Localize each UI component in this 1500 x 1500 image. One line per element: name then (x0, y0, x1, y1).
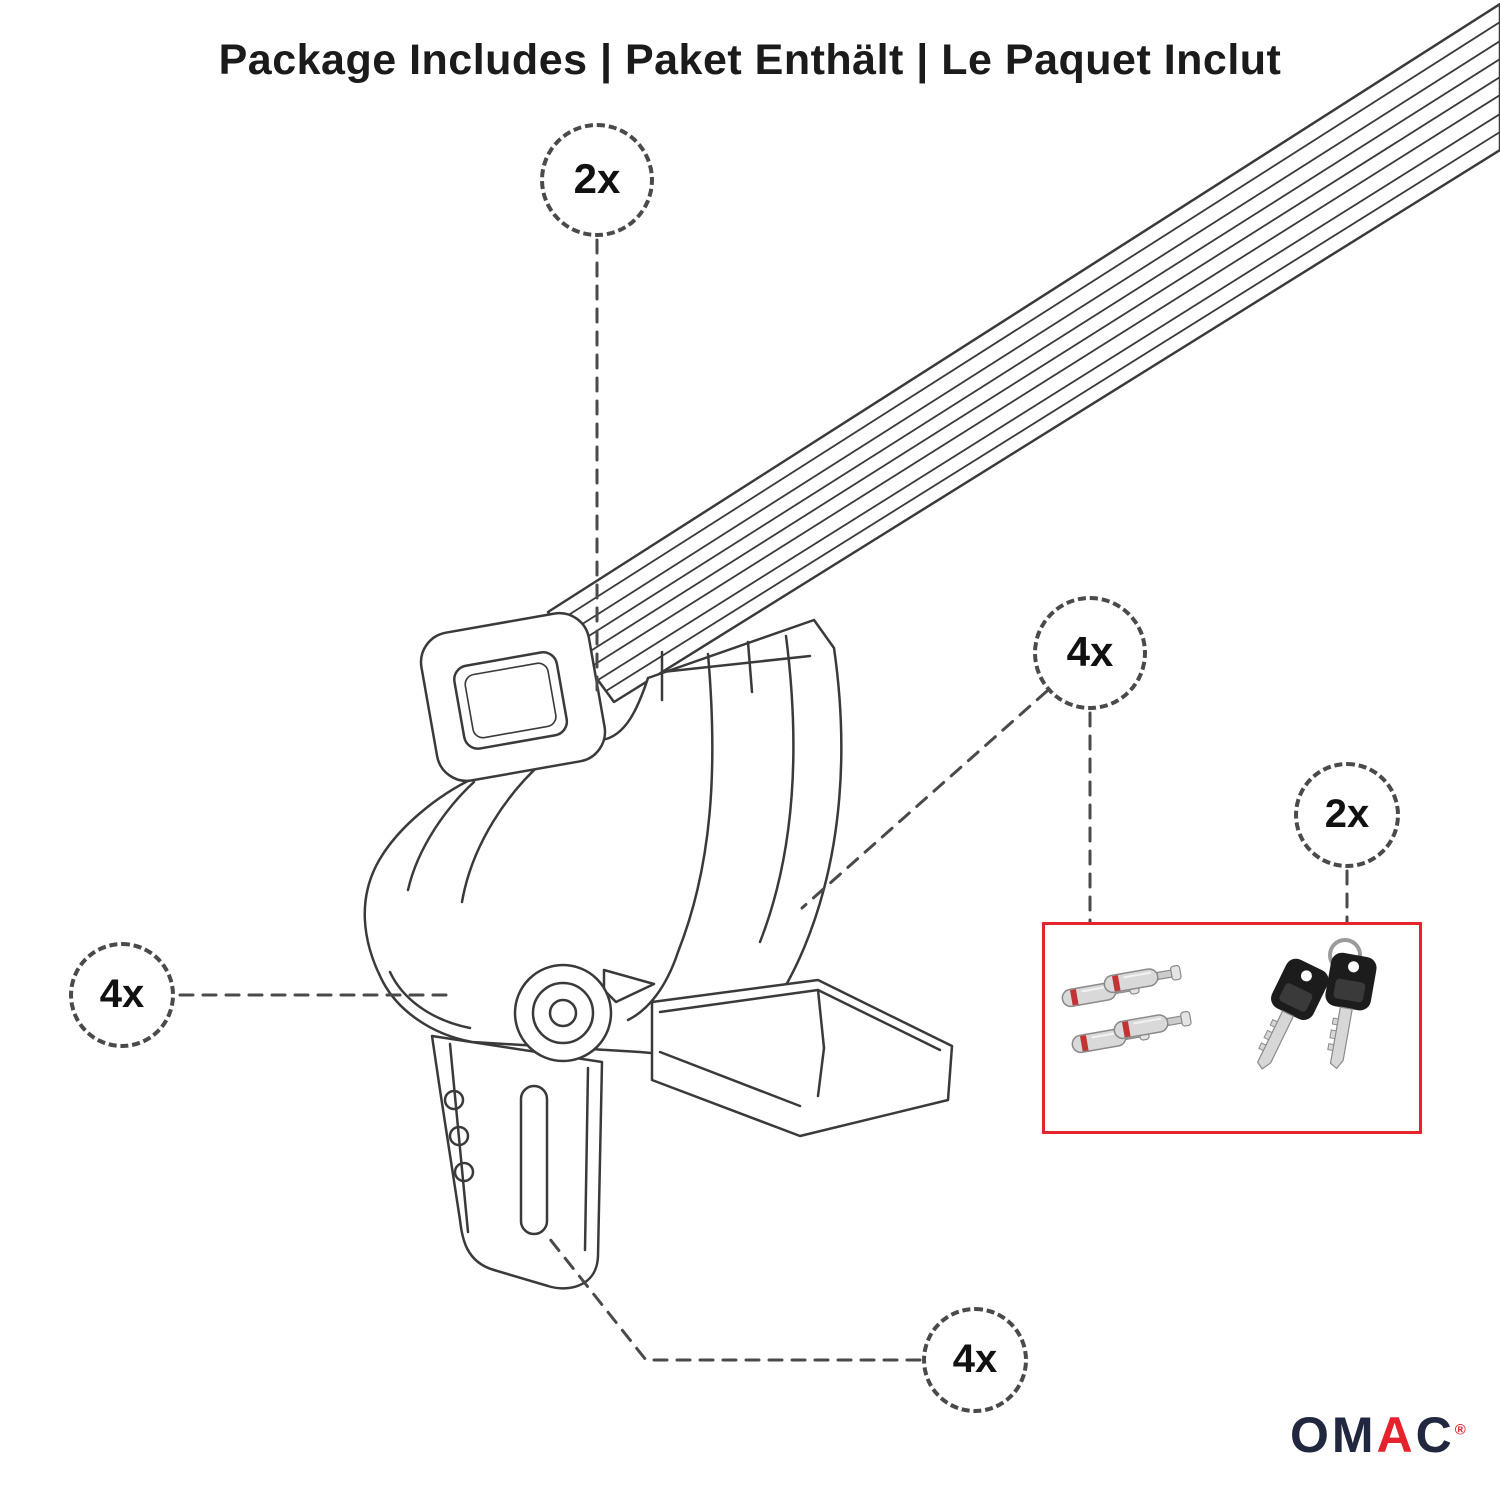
lock-cylinders-icon (1060, 962, 1193, 1055)
brand-logo: OMAC® (1290, 1406, 1466, 1464)
callout-foot-qty: 4x (69, 942, 175, 1048)
base-pad-drawing (650, 978, 954, 1138)
callout-crossbar-qty: 2x (540, 123, 654, 237)
callout-keys-qty: 2x (1294, 762, 1400, 868)
hardware-box (1042, 922, 1422, 1134)
registered-mark: ® (1454, 1421, 1466, 1439)
crossbar-drawing (546, 2, 1500, 704)
keys-icon (1239, 938, 1379, 1080)
callout-label: 2x (573, 155, 621, 202)
connector-lines (178, 238, 1349, 1362)
callout-label: 4x (1066, 628, 1114, 675)
page-title: Package Includes | Paket Enthält | Le Pa… (218, 36, 1282, 84)
bolt-knob-drawing (513, 963, 656, 1063)
brand-logo-a: A (1376, 1407, 1416, 1463)
hardware-image (1060, 938, 1379, 1080)
brand-logo-om: OM (1290, 1407, 1377, 1463)
clamp-plate-drawing (430, 1034, 604, 1290)
callout-label: 4x (99, 971, 145, 1016)
callout-clamp-qty: 4x (922, 1307, 1028, 1413)
callout-label: 4x (952, 1336, 998, 1381)
callout-lock-bolts-qty: 4x (1033, 596, 1147, 710)
end-cap-drawing (419, 611, 607, 783)
brand-logo-c: C (1415, 1407, 1455, 1463)
callout-label: 2x (1324, 791, 1370, 836)
